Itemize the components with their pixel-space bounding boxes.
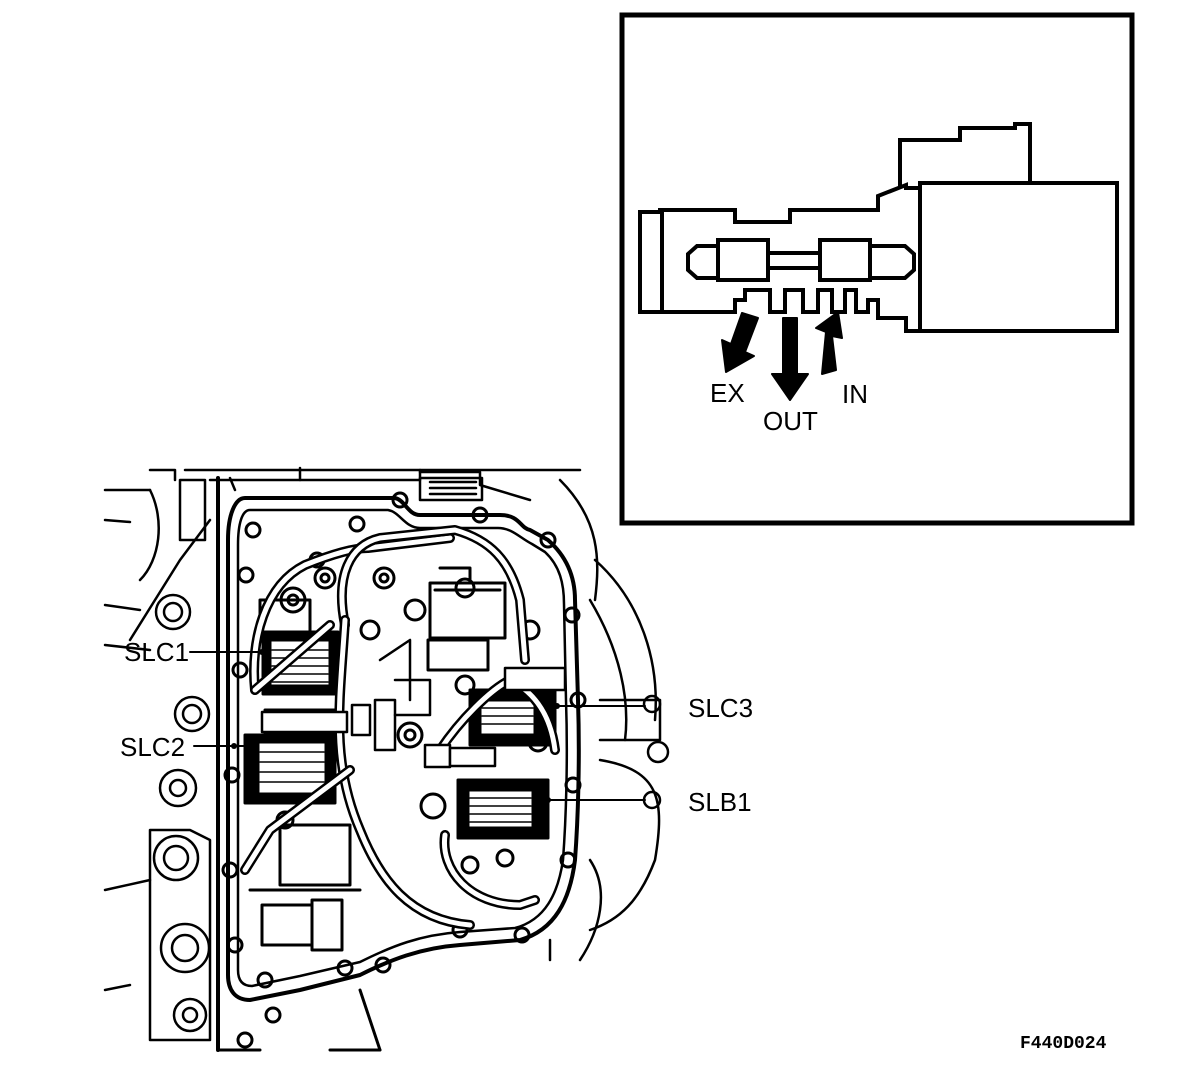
leader-lines: [189, 651, 646, 801]
connectors: [260, 638, 567, 769]
slc3-label: SLC3: [688, 693, 753, 723]
in-port-label: IN: [842, 379, 868, 409]
solenoid-lower-left: [248, 823, 362, 952]
ex-arrow-icon: [721, 312, 759, 373]
port-arrows: [721, 311, 843, 401]
solenoid-slb1: [456, 778, 550, 840]
solenoid-slc1: [258, 598, 340, 696]
spool-valve: [686, 238, 916, 282]
casing-left: [103, 468, 212, 1042]
casing-right: [548, 478, 670, 962]
wire-harness: [240, 525, 560, 930]
callout-dots: [231, 649, 560, 803]
slc2-label: SLC2: [120, 732, 185, 762]
solenoid-upper-center: [426, 566, 507, 672]
casing-top: [183, 466, 582, 502]
slb1-label: SLB1: [688, 787, 752, 817]
figure-code: F440D024: [1020, 1034, 1107, 1054]
end-plug: [638, 210, 664, 314]
in-arrow-icon: [815, 311, 843, 375]
slc1-label: SLC1: [124, 637, 189, 667]
valve-body-drawing: [103, 466, 670, 1052]
solenoid-valve-inset: EX OUT IN: [619, 12, 1135, 526]
bolts: [221, 491, 587, 1049]
out-arrow-icon: [771, 317, 809, 401]
out-port-label: OUT: [763, 406, 818, 436]
ex-port-label: EX: [710, 378, 745, 408]
